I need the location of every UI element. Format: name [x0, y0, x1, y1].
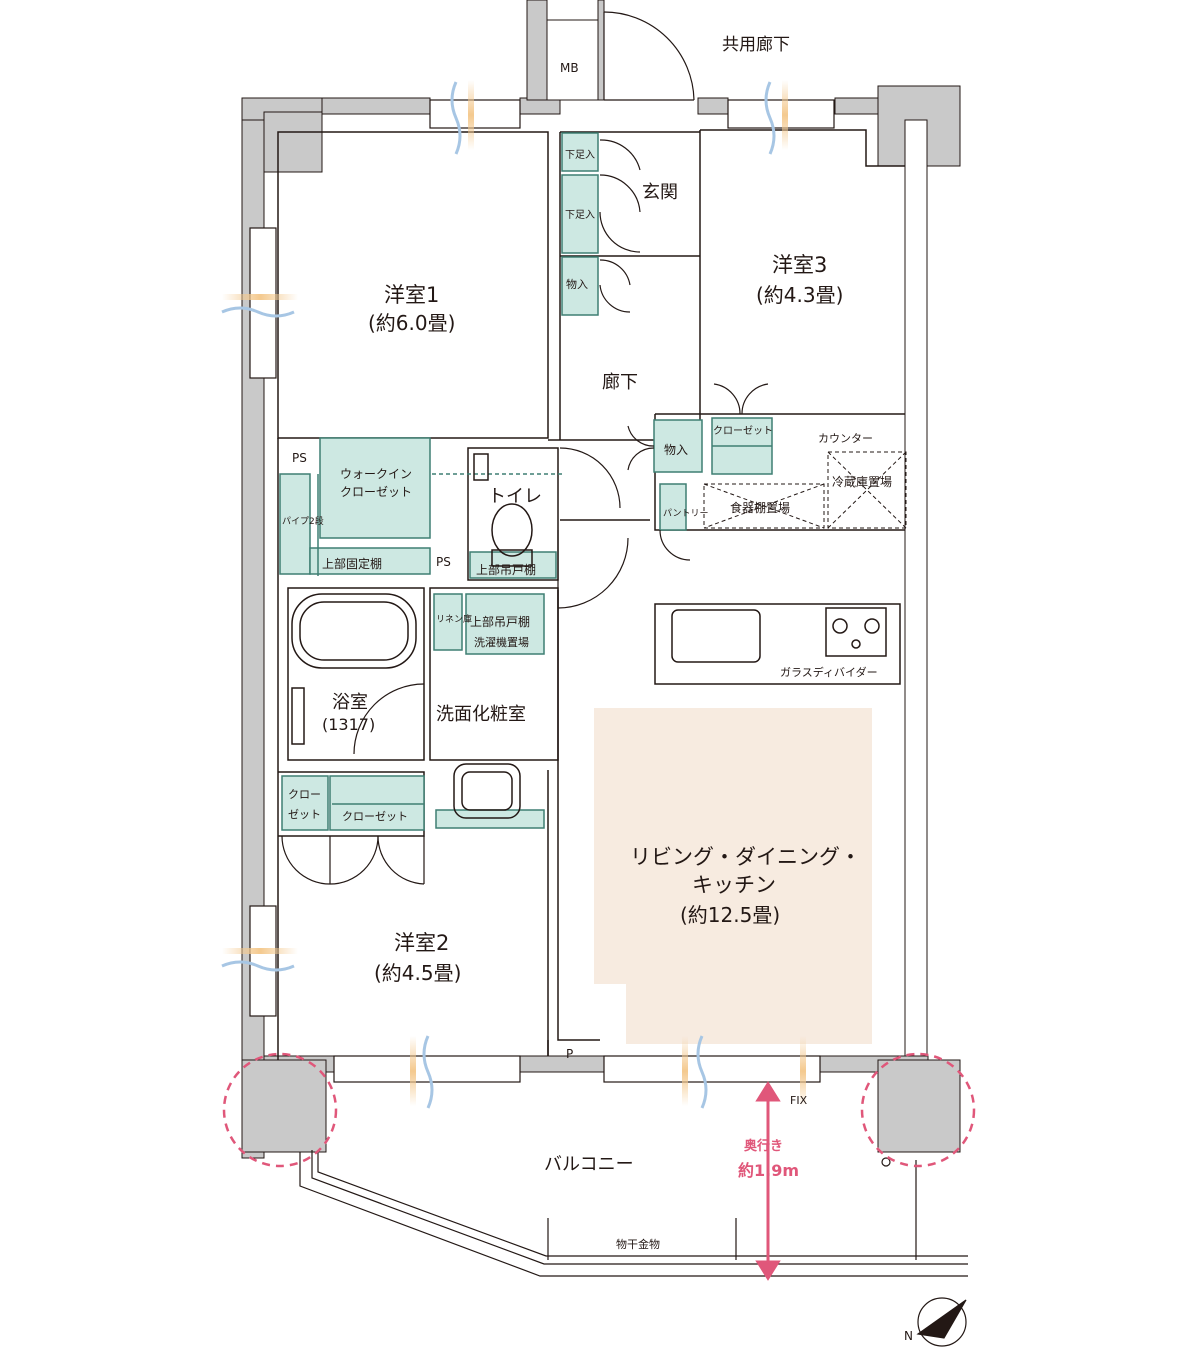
label-depth-value: 約1.9m [738, 1161, 799, 1180]
balcony-railing [299, 1150, 968, 1277]
airflow [221, 80, 806, 1109]
label-room2-name: 洋室2 [394, 931, 449, 955]
ldk-floor [594, 708, 872, 1044]
label-pantry: パントリー [663, 508, 708, 519]
storage-entry [561, 256, 599, 316]
shoe-box-1 [561, 132, 599, 172]
washbasin [453, 763, 521, 819]
label-closet-a-2: ゼット [288, 808, 321, 821]
label-hallway: 廊下 [602, 372, 638, 393]
label-room1-size: (約6.0畳) [368, 311, 455, 335]
label-shoe2: 下足入 [565, 209, 595, 221]
label-bath-name: 浴室 [332, 692, 368, 713]
kitchen [671, 607, 887, 663]
label-entrance: 玄関 [642, 182, 678, 203]
label-washer: 洗濯機置場 [474, 635, 529, 649]
shoe-box-2 [561, 174, 599, 254]
label-mb: MB [560, 61, 579, 75]
label-storage-entry: 物入 [566, 277, 588, 291]
label-counter: カウンター [818, 432, 873, 445]
label-room3-name: 洋室3 [772, 253, 827, 277]
label-glass-divider: ガラスディバイダー [780, 665, 878, 679]
label-common-corridor: 共用廊下 [722, 35, 790, 55]
doors [281, 11, 769, 885]
label-depth: 奥行き [744, 1138, 783, 1154]
label-washroom: 洗面化粧室 [436, 704, 526, 725]
label-storage-hall: 物入 [664, 443, 688, 457]
column-highlight [222, 1052, 976, 1168]
pipe-rack [279, 473, 311, 575]
label-ldk-1: リビング・ダイニング・ [630, 845, 861, 869]
label-ps2: PS [436, 555, 451, 569]
labels: 共用廊下 MB 玄関 下足入 下足入 物入 洋室1 (約6.0畳) 洋室3 (約… [282, 35, 913, 1343]
label-pipe: パイプ2段 [282, 515, 324, 527]
label-upper-fixed-shelf: 上部固定棚 [322, 556, 382, 571]
label-upper-cabinet2: 上部吊戸棚 [470, 614, 530, 629]
label-shoe1: 下足入 [565, 149, 595, 161]
label-closet-room3: クローゼット [713, 425, 773, 437]
label-closet-a-1: クロー [288, 788, 321, 801]
label-bath-size: (1317) [322, 715, 375, 734]
pantry [659, 483, 687, 531]
label-clothes-hanger: 物干金物 [616, 1237, 660, 1251]
upper-fixed-shelf [309, 547, 431, 575]
label-fridge: 冷蔵庫置場 [832, 475, 892, 489]
storage-hall [653, 419, 703, 473]
label-p-mark: P [566, 1047, 573, 1061]
closet-b [329, 775, 425, 831]
label-closet-b: クローゼット [342, 810, 408, 823]
label-toilet: トイレ [488, 486, 542, 507]
walls [241, 0, 961, 1159]
washer-cabinet [465, 593, 545, 655]
toilet-fixture [473, 453, 533, 567]
windows [249, 99, 835, 1083]
label-dish-shelf: 食器棚置場 [730, 500, 790, 515]
walk-in-closet [319, 437, 431, 539]
label-wic-2: クローゼット [340, 485, 412, 499]
appliance-spaces [703, 451, 907, 529]
label-fix: FIX [790, 1094, 808, 1107]
label-upper-cabinet1: 上部吊戸棚 [476, 562, 536, 577]
closet-a [281, 775, 329, 831]
label-ps1: PS [292, 451, 307, 465]
label-room1-name: 洋室1 [384, 283, 439, 307]
label-linen: リネン庫 [436, 613, 472, 625]
label-north: N [904, 1329, 913, 1343]
label-ldk-size: (約12.5畳) [680, 903, 780, 927]
label-room2-size: (約4.5畳) [374, 961, 461, 985]
depth-arrow [755, 1081, 781, 1281]
bathtub [291, 593, 417, 745]
label-wic-1: ウォークイン [340, 467, 412, 481]
vanity [435, 809, 545, 829]
linen-storage [433, 593, 463, 651]
north-compass [916, 1297, 967, 1347]
label-room3-size: (約4.3畳) [756, 283, 843, 307]
label-ldk-2: キッチン [692, 873, 776, 897]
label-balcony: バルコニー [544, 1154, 634, 1175]
